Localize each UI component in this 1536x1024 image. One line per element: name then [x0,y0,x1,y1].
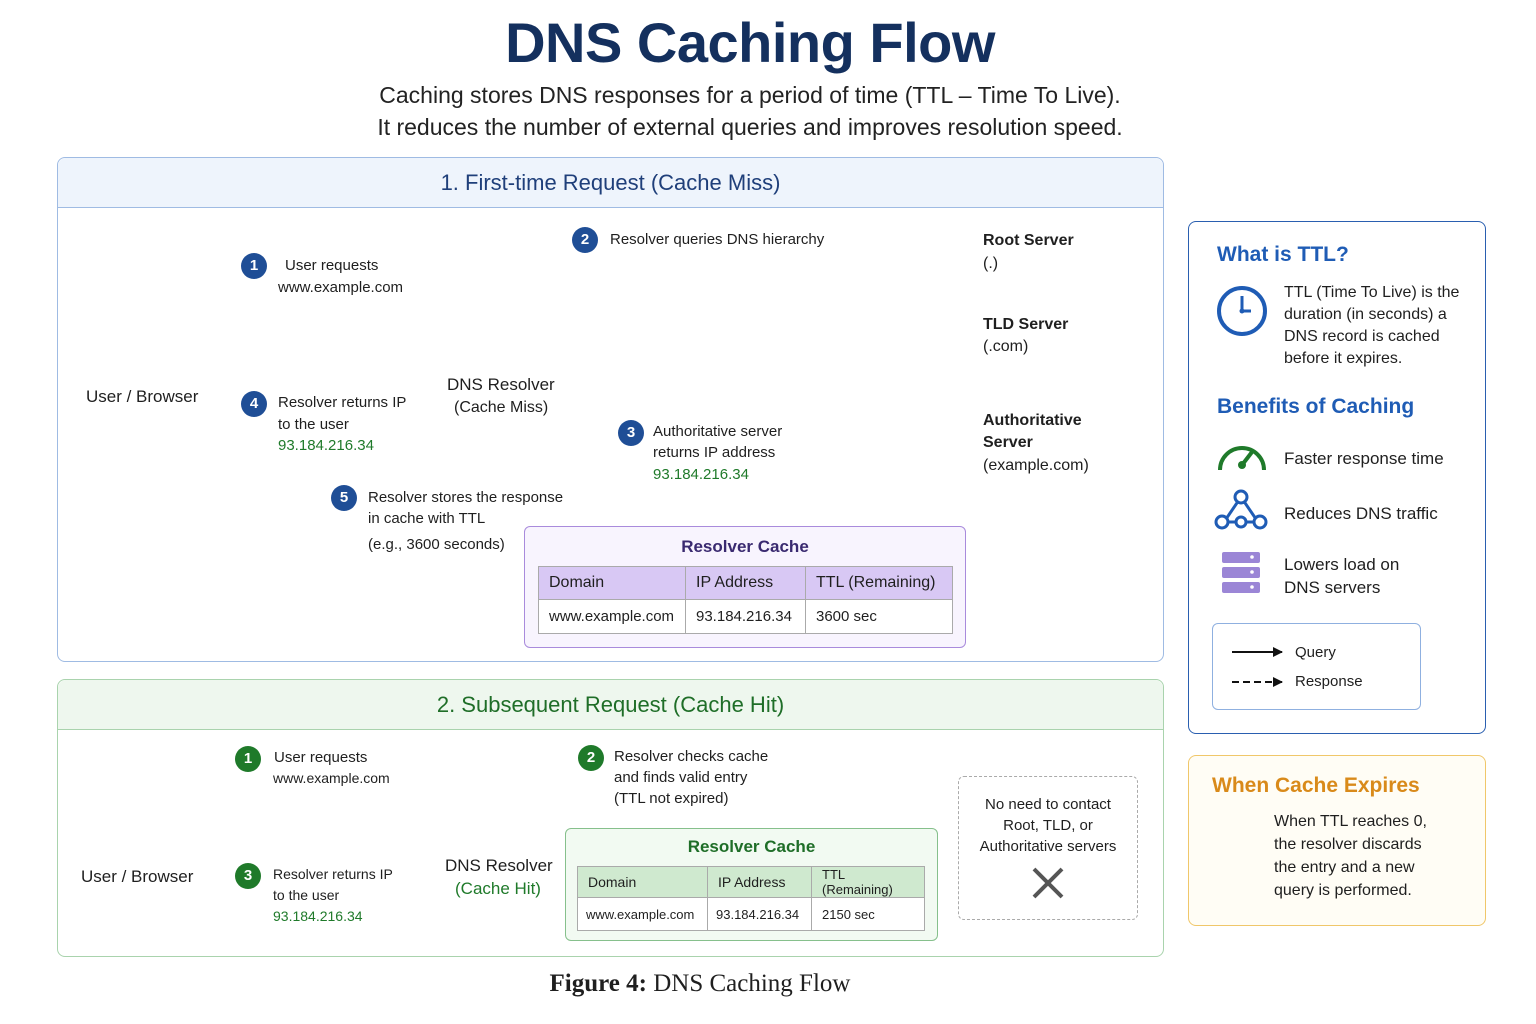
dns-resolver-label: DNS Resolver [447,375,555,394]
step-1-line-2: www.example.com [278,279,404,296]
hit-step-1-line-2: www.example.com [273,770,390,786]
resolver-cache-box-2: Resolver Cache Domain IP Address TTL (Re… [565,828,938,941]
page-title: DNS Caching Flow [505,11,995,74]
speedometer-icon [1218,446,1266,471]
hit-step-3-line-2: to the user [273,887,340,903]
auth-server-name: Authoritative [983,412,1082,429]
cache-miss-heading: 1. First-time Request (Cache Miss) [58,158,1163,208]
subtitle-line-2: It reduces the number of external querie… [377,114,1123,140]
cell-ip: 93.184.216.34 [685,599,806,634]
col-ttl: TTL (Remaining) [805,566,953,600]
step-1-line-1: User requests [285,257,379,274]
expire-line-1: When TTL reaches 0, [1274,813,1427,830]
step-3-ip: 93.184.216.34 [653,466,749,483]
step-2-badge: 2 [572,227,598,253]
step-3-line-1: Authoritative server [653,423,783,440]
step-4-line-1: Resolver returns IP [278,394,407,411]
caption-text: DNS Caching Flow [646,970,851,997]
step-2-text: Resolver queries DNS hierarchy [610,231,825,248]
col-domain-2: Domain [577,866,708,898]
cache-hit-heading: 2. Subsequent Request (Cache Hit) [58,680,1163,730]
hit-step-2-line-1: Resolver checks cache [614,748,769,765]
expire-heading: When Cache Expires [1212,774,1420,797]
ttl-info-panel [1188,221,1486,734]
benefit-1: Faster response time [1284,449,1444,468]
hit-step-1-badge: 1 [235,746,261,772]
expire-line-4: query is performed. [1274,882,1412,899]
user-browser-label-2: User / Browser [81,867,194,886]
step-4-line-2: to the user [278,416,349,433]
benefit-3-line-1: Lowers load on [1284,555,1400,574]
benefit-3-line-2: DNS servers [1284,578,1381,597]
tld-server-name: TLD Server [983,316,1069,333]
no-contact-line-3: Authoritative servers [979,838,1117,855]
cell-ttl-2: 2150 sec [811,897,925,931]
root-server-name: Root Server [983,232,1074,249]
step-1-badge: 1 [241,253,267,279]
step-4-badge: 4 [241,391,267,417]
dns-resolver-label-2: DNS Resolver [445,856,553,875]
step-5-line-2: in cache with TTL [368,510,486,527]
hit-step-3-line-1: Resolver returns IP [273,866,393,882]
resolver-state-label-2: (Cache Hit) [455,879,541,898]
step-5-line-3: (e.g., 3600 seconds) [368,536,505,553]
resolver-cache-table-2: Domain IP Address TTL (Remaining) www.ex… [577,866,925,931]
step-5-badge: 5 [331,485,357,511]
clock-icon [1217,286,1267,336]
no-contact-box: No need to contact Root, TLD, or Authori… [958,776,1138,920]
step-3-badge: 3 [618,420,644,446]
step-5-line-1: Resolver stores the response [368,489,564,506]
col-ttl-2: TTL (Remaining) [811,866,925,898]
col-ip: IP Address [685,566,806,600]
hit-step-2-line-3: (TTL not expired) [614,790,729,807]
cache-expires-panel [1188,755,1486,926]
subtitle-line-1: Caching stores DNS responses for a perio… [379,82,1121,108]
cell-domain: www.example.com [538,599,686,634]
benefit-2: Reduces DNS traffic [1284,504,1438,523]
legend-box [1212,623,1421,710]
cell-ip-2: 93.184.216.34 [707,897,812,931]
resolver-state-label: (Cache Miss) [454,399,549,416]
ttl-line-2: duration (in seconds) a [1284,306,1447,323]
server-stack-icon [1222,552,1260,593]
auth-server-name-2: Server [983,434,1033,451]
root-server-detail: (.) [983,255,999,272]
hit-step-2-badge: 2 [578,745,604,771]
expire-line-2: the resolver discards [1274,836,1422,853]
resolver-cache-title-2: Resolver Cache [687,837,816,856]
hit-step-1-line-1: User requests [274,749,368,766]
col-domain: Domain [538,566,686,600]
resolver-cache-title: Resolver Cache [681,537,809,556]
hit-step-3-ip: 93.184.216.34 [273,908,363,924]
ttl-line-1: TTL (Time To Live) is the [1284,284,1460,301]
expire-line-3: the entry and a new [1274,859,1415,876]
no-contact-line-1: No need to contact [985,796,1111,813]
close-icon [1032,867,1064,899]
step-3-line-2: returns IP address [653,444,776,461]
resolver-cache-table: Domain IP Address TTL (Remaining) www.ex… [538,566,953,634]
hit-step-2-line-2: and finds valid entry [614,769,748,786]
legend-response: Response [1295,673,1363,690]
step-4-ip: 93.184.216.34 [278,437,374,454]
user-browser-label: User / Browser [86,387,199,406]
legend-query: Query [1295,644,1336,661]
ttl-line-4: before it expires. [1284,350,1403,367]
figure-caption: Figure 4: DNS Caching Flow [0,970,1400,998]
ttl-line-3: DNS record is cached [1284,328,1440,345]
caption-label: Figure 4: [549,970,647,997]
ttl-heading: What is TTL? [1217,243,1349,266]
col-ip-2: IP Address [707,866,812,898]
resolver-cache-box: Resolver Cache Domain IP Address TTL (Re… [524,526,966,648]
cell-domain-2: www.example.com [577,897,708,931]
benefits-heading: Benefits of Caching [1217,395,1415,418]
tld-server-detail: (.com) [983,338,1029,355]
auth-server-detail: (example.com) [983,457,1089,474]
hit-step-3-badge: 3 [235,863,261,889]
network-icon [1214,489,1268,530]
no-contact-line-2: Root, TLD, or [1003,817,1093,834]
cell-ttl: 3600 sec [805,599,953,634]
